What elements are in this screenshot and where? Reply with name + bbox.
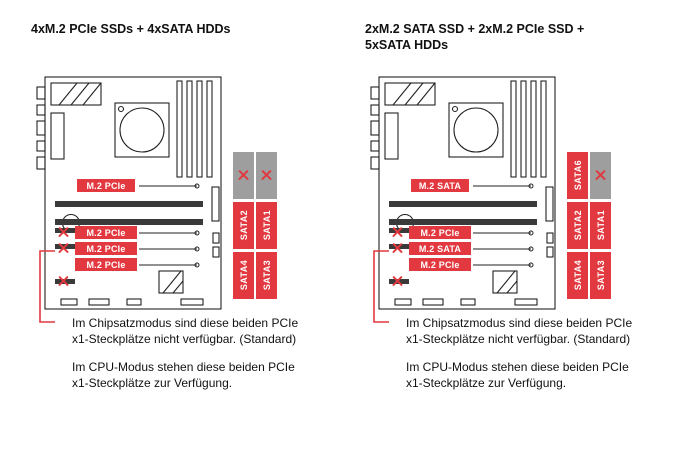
disabled-slot-x-icon <box>58 227 69 238</box>
sata-port: SATA3 <box>590 252 611 299</box>
note-chipset-mode: Im Chipsatzmodus sind diese beiden PCIe … <box>72 316 299 346</box>
sata-port-label: SATA2 <box>238 210 249 241</box>
sata-port: SATA1 <box>256 202 277 249</box>
disabled-x-icon <box>261 170 272 181</box>
sata-port-grid: SATA2 SATA1 SATA4 SATA3 <box>233 152 277 299</box>
storage-configuration-diagrams: 4xM.2 PCIe SSDs + 4xSATA HDDs M.2 PCIe M… <box>0 0 681 404</box>
sata-port-label: SATA1 <box>261 210 272 241</box>
callout-notes: Im Chipsatzmodus sind diese beiden PCIe … <box>31 316 301 391</box>
note-chipset-mode: Im Chipsatzmodus sind diese beiden PCIe … <box>406 316 633 346</box>
sata-port-label: SATA1 <box>595 210 606 241</box>
sata-port-label: SATA3 <box>261 260 272 291</box>
m2-slot-label: M.2 PCIe <box>77 179 135 192</box>
disabled-slot-x-icon <box>392 227 403 238</box>
disabled-slot-x-icon <box>392 276 403 287</box>
disabled-slot-x-icon <box>58 243 69 254</box>
sata-port-label: SATA2 <box>572 210 583 241</box>
disabled-x-icon <box>238 170 249 181</box>
m2-slot-label: M.2 PCIe <box>75 226 137 239</box>
sata-port: SATA4 <box>233 252 254 299</box>
sata-port-grid: SATA6 SATA2 SATA1 SATA4 SATA3 <box>567 152 611 299</box>
panel-pcie-config: 4xM.2 PCIe SSDs + 4xSATA HDDs M.2 PCIe M… <box>31 21 331 404</box>
panel-title: 2xM.2 SATA SSD + 2xM.2 PCIe SSD + 5xSATA… <box>365 22 585 52</box>
sata-port-label: SATA6 <box>572 160 583 191</box>
sata-port-label: SATA3 <box>595 260 606 291</box>
disabled-slot-x-icon <box>58 276 69 287</box>
sata-port-disabled <box>590 152 611 199</box>
disabled-slot-x-icon <box>392 243 403 254</box>
sata-port: SATA4 <box>567 252 588 299</box>
m2-slot-label: M.2 SATA <box>409 242 471 255</box>
sata-port: SATA2 <box>567 202 588 249</box>
sata-port: SATA3 <box>256 252 277 299</box>
motherboard-line-art <box>36 76 222 323</box>
callout-notes: Im Chipsatzmodus sind diese beiden PCIe … <box>365 316 635 391</box>
m2-slot-label: M.2 PCIe <box>409 258 471 271</box>
m2-slot-label: M.2 SATA <box>411 179 469 192</box>
sata-port-disabled <box>233 152 254 199</box>
motherboard-diagram: M.2 SATA M.2 PCIe M.2 SATA M.2 PCIe SATA… <box>365 75 665 330</box>
sata-port: SATA2 <box>233 202 254 249</box>
motherboard-diagram: M.2 PCIe M.2 PCIe M.2 PCIe M.2 PCIe SATA… <box>31 75 331 330</box>
panel-sata-pcie-config: 2xM.2 SATA SSD + 2xM.2 PCIe SSD + 5xSATA… <box>365 21 665 404</box>
sata-port: SATA1 <box>590 202 611 249</box>
sata-port: SATA6 <box>567 152 588 199</box>
m2-slot-label: M.2 PCIe <box>409 226 471 239</box>
panel-title: 4xM.2 PCIe SSDs + 4xSATA HDDs <box>31 22 231 36</box>
m2-slot-label: M.2 PCIe <box>75 242 137 255</box>
disabled-x-icon <box>595 170 606 181</box>
sata-port-label: SATA4 <box>572 260 583 291</box>
note-cpu-mode: Im CPU-Modus stehen diese beiden PCIe x1… <box>72 360 295 390</box>
motherboard-line-art <box>370 76 556 323</box>
note-cpu-mode: Im CPU-Modus stehen diese beiden PCIe x1… <box>406 360 629 390</box>
sata-port-label: SATA4 <box>238 260 249 291</box>
m2-slot-label: M.2 PCIe <box>75 258 137 271</box>
sata-port-disabled <box>256 152 277 199</box>
